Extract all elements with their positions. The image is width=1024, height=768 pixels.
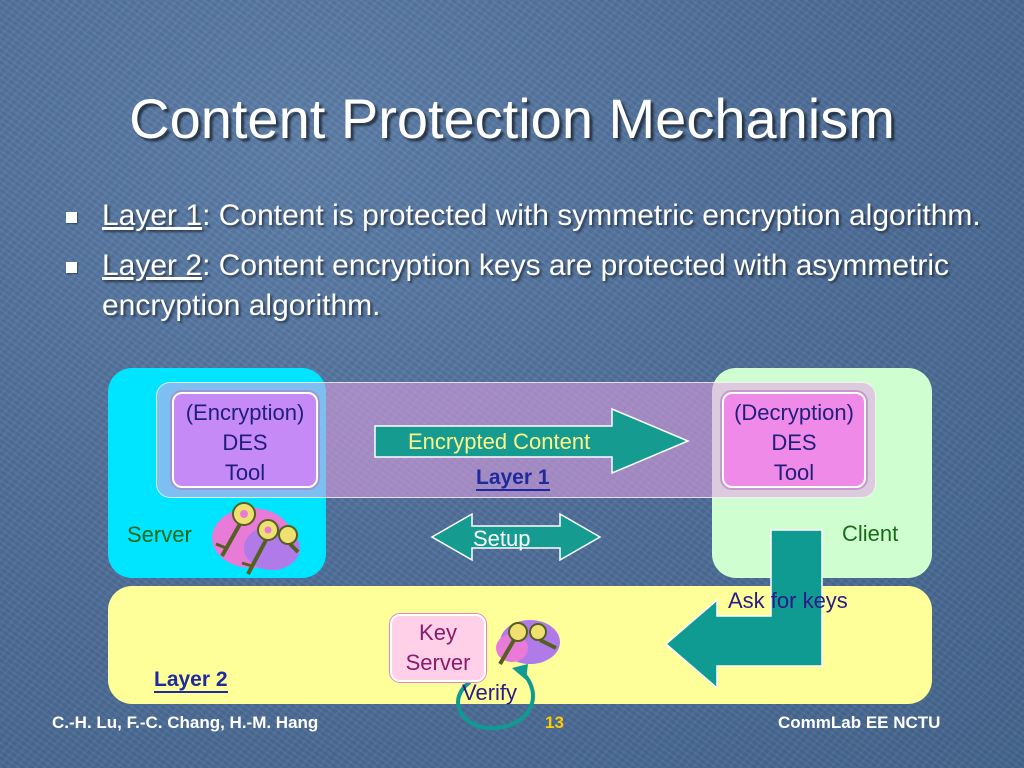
client-label: Client (842, 521, 899, 546)
bullet-square-icon (66, 212, 77, 223)
verify-label: Verify (462, 680, 518, 705)
keys-icon-keyserver (496, 620, 560, 666)
verify-arrowhead (512, 664, 528, 680)
bullet-text: : Content is protected with symmetric en… (202, 199, 981, 232)
bullet-layer2: Layer 2: Content encryption keys are pro… (64, 246, 984, 326)
tool-line: Tool (773, 460, 815, 485)
key-server-box: Key Server (390, 614, 486, 682)
ask-for-keys-label: Ask for keys (728, 588, 848, 613)
tool-line: DES (222, 430, 268, 455)
keys-icon-server (212, 502, 300, 575)
slide-title: Content Protection Mechanism (129, 87, 895, 150)
verify-loop-arrow (456, 670, 535, 731)
footer-authors: C.-H. Lu, F.-C. Chang, H.-M. Hang (52, 713, 319, 732)
footer-page-number: 13 (545, 713, 564, 732)
bullet-layer1: Layer 1: Content is protected with symme… (64, 196, 984, 236)
bullet-label: Layer 1 (102, 199, 203, 232)
tool-line: (Decryption) (734, 400, 854, 425)
server-label: Server (127, 522, 192, 547)
setup-label: Setup (473, 526, 531, 551)
ask-for-keys-arrow (664, 529, 823, 690)
key-server-line: Key (419, 620, 457, 645)
bullet-list: Layer 1: Content is protected with symme… (64, 196, 984, 336)
bullet-label: Layer 2 (102, 249, 203, 282)
bullet-square-icon (66, 262, 77, 273)
bullet-text: : Content encryption keys are protected … (102, 249, 950, 322)
tool-line: DES (771, 430, 817, 455)
decryption-tool: (Decryption) DES Tool (722, 392, 866, 488)
encrypted-content-label: Encrypted Content (408, 429, 591, 454)
footer-org: CommLab EE NCTU (778, 713, 941, 732)
encryption-tool: (Encryption) DES Tool (172, 392, 318, 488)
tool-line: Tool (224, 460, 266, 485)
tool-line: (Encryption) (185, 400, 305, 425)
encrypted-content-arrow (374, 407, 690, 475)
layer1-label: Layer 1 (476, 466, 550, 491)
layer2-label: Layer 2 (154, 668, 228, 693)
key-server-line: Server (405, 650, 471, 675)
setup-double-arrow (430, 512, 602, 562)
